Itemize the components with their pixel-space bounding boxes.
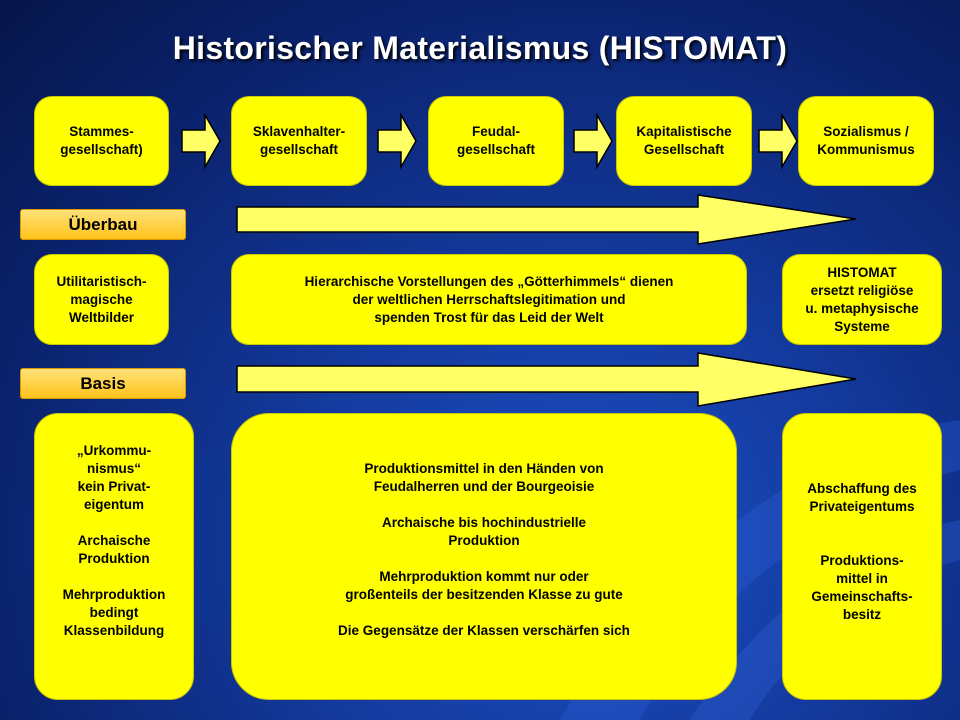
- stage-sozialismus-kommunismus: Sozialismus / Kommunismus: [798, 96, 934, 186]
- basis-right-para-2: Produktions- mittel in Gemeinschafts- be…: [811, 553, 913, 622]
- basis-left-box: „Urkommu- nismus“ kein Privat- eigentum …: [34, 413, 194, 700]
- basis-middle-para-1: Produktionsmittel in den Händen von Feud…: [364, 461, 604, 494]
- ueberbau-left-box: Utilitaristisch- magische Weltbilder: [34, 254, 169, 345]
- basis-middle-para-4: Die Gegensätze der Klassen verschärfen s…: [338, 623, 630, 638]
- page-title: Historischer Materialismus (HISTOMAT): [172, 30, 788, 66]
- basis-middle-para-2: Archaische bis hochindustrielle Produkti…: [381, 515, 587, 548]
- basis-left-para-1: „Urkommu- nismus“ kein Privat- eigentum: [76, 443, 152, 512]
- basis-arrow: [236, 352, 857, 407]
- basis-right-para-1: Abschaffung des Privateigentums: [807, 481, 917, 514]
- stage-arrow-3: [573, 112, 613, 170]
- stage-arrow-4: [758, 112, 798, 170]
- stage-arrow-1: [181, 112, 221, 170]
- basis-left-para-2: Archaische Produktion: [77, 533, 151, 566]
- stage-stammesgesellschaft: Stammes- gesellschaft): [34, 96, 169, 186]
- basis-middle-para-3: Mehrproduktion kommt nur oder großenteil…: [345, 569, 623, 602]
- stage-kapitalistische-gesellschaft: Kapitalistische Gesellschaft: [616, 96, 752, 186]
- stage-sklavenhaltergesellschaft: Sklavenhalter- gesellschaft: [231, 96, 367, 186]
- ueberbau-middle-box: Hierarchische Vorstellungen des „Götterh…: [231, 254, 747, 345]
- stage-feudalgesellschaft: Feudal- gesellschaft: [428, 96, 564, 186]
- ueberbau-label: Überbau: [20, 209, 186, 240]
- basis-middle-box: Produktionsmittel in den Händen von Feud…: [231, 413, 737, 700]
- basis-right-box: Abschaffung des Privateigentums Produkti…: [782, 413, 942, 700]
- stage-arrow-2: [377, 112, 417, 170]
- ueberbau-right-box: HISTOMAT ersetzt religiöse u. metaphysis…: [782, 254, 942, 345]
- basis-label: Basis: [20, 368, 186, 399]
- ueberbau-arrow: [236, 194, 857, 245]
- basis-left-para-3: Mehrproduktion bedingt Klassenbildung: [62, 587, 166, 638]
